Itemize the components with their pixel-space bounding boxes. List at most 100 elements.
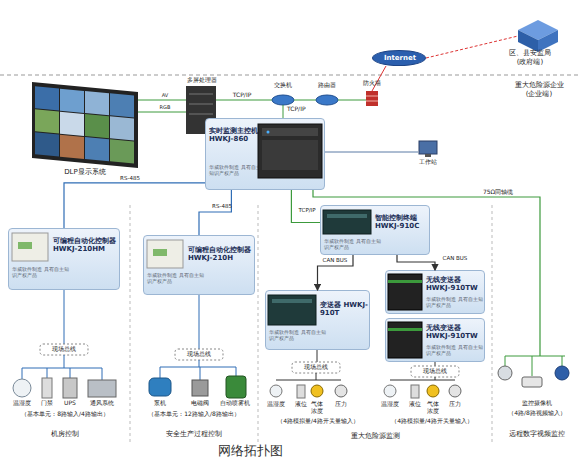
fieldbus-line [22,368,102,369]
annotation-label: 交换机 [268,82,298,89]
annotation-label: 工作站 [410,159,446,166]
fieldbus-box [175,349,223,360]
annotation-label: 远程数字视频监控 [494,430,580,438]
annotation-label: 门禁 [36,400,58,407]
av-cable [138,100,186,101]
annotation-label: 液位 [404,401,426,408]
cloud-node: Internet [372,50,426,66]
fieldbus-box [40,344,88,355]
screen-tile [85,137,109,161]
screen-tile [85,114,109,138]
drop-line [47,368,48,378]
transmitter-box: 无线变送器 HWKJ-910TW 华威软件制造 具有自主知识产权产品 [385,270,485,314]
screen-tile [35,132,59,156]
terminal-icon [323,210,371,234]
annotation-label: RGB [150,105,180,111]
lan-cable [338,100,366,101]
annotation-label: 区、县安监局 [495,49,565,57]
drop-line [200,367,201,380]
server-panel [262,128,318,136]
figure-caption: 网络拓扑图 [150,444,350,459]
annotation-label: 现场总线 [175,351,223,358]
wireless-transmitter-icon [388,322,422,358]
box-title: 实时监测主控机 HWKJ-860 [209,127,261,143]
door-access-icon [42,378,52,398]
fieldbus-line [64,355,65,368]
controller-icon [12,233,48,261]
wireless-transmitter-icon [388,274,422,310]
drop-line [562,356,563,366]
bus-connector [397,255,435,270]
workstation-cable [325,152,418,153]
controller-lcd [18,242,32,249]
bus-connector [199,190,231,235]
box-note: 华威软件制造 具有自主知识产权产品 [426,297,484,309]
annotation-label: 路由器 [312,82,342,89]
fieldbus-line [64,290,65,344]
sprayer-icon [226,376,246,398]
box-note: 华威软件制造 具有自主知识产权产品 [209,165,261,177]
fieldbus-line [160,367,236,368]
terminal-body [323,210,371,234]
annotation-label: （4路模拟量/4路开关量输入） [373,418,491,425]
brick-line [366,101,378,102]
annotation-label: 液位 [290,401,312,408]
annotation-label: 压力 [330,401,352,408]
transmitter-icon [268,295,316,325]
box-title: 可编程自动化控制器 HWKJ-210H [188,246,254,262]
annotation-label: 多屏处理器 [172,77,232,84]
annotation-label: TCP/IP [287,106,317,113]
box-note: 华威软件制造 具有自主知识产权产品 [147,273,207,285]
building-front [538,30,558,52]
edge-label: RS-485 [205,203,239,209]
drop-line [70,368,71,378]
monitor-stand [425,154,431,157]
level-sensor-icon [297,385,305,398]
host-box: 实时监测主控机 HWKJ-860 华威软件制造 具有自主知识产权产品 [205,118,325,190]
annotation-label: （4路模拟量/4路开关量输入） [259,418,377,425]
screen-tile [60,135,84,159]
annotation-label: 现场总线 [292,364,340,371]
annotation-label: 现场总线 [40,346,88,353]
annotation-label: 温湿度 [262,401,290,408]
screen-tile [60,89,84,113]
annotation-label: 自动喷雾机 [213,400,257,407]
transmitter-stripe [388,328,422,331]
box-title: 无线变送器 HWKJ-910TW [426,324,484,340]
level-sensor-icon [411,385,419,398]
annotation-label: 压力 [444,401,466,408]
controller-body [12,233,48,261]
annotation-label: AV [150,93,180,99]
annotation-label: （基本单元：8路输入/4路输出） [2,411,128,418]
lan-cable [216,100,272,101]
drop-line [505,356,506,366]
box-title: 无线变送器 HWKJ-910TW [426,276,484,292]
annotation-label: 重大危险源监测 [300,432,450,440]
gas-sensor-icon [311,385,323,397]
controller-box: 可编程自动化控制器 HWKJ-210H 华威软件制造 具有自主知识产权产品 [143,235,255,295]
drop-line [532,356,533,376]
annotation-label: (企业端) [500,90,578,98]
screen-tile [35,86,59,110]
bus-connector [64,183,205,228]
zone-divider [0,75,581,76]
transmitter-body [388,274,422,310]
section-divider [130,205,131,445]
fieldbus-box [292,362,340,373]
processor-slot [189,94,213,95]
pump-icon [149,378,171,396]
transmitter-box: 无线变送器 HWKJ-910TW华威软件制造 具有自主知识产权产品 [385,318,485,362]
workstation-icon [419,141,437,157]
wall-frame [32,82,138,168]
controller-lcd [153,249,167,256]
switch-icon [272,95,294,105]
pressure-gauge-icon [335,385,347,397]
fieldbus-line [435,377,436,380]
rgb-cable [138,112,186,113]
screen-tile [110,93,134,117]
transmitter-body [268,295,316,325]
